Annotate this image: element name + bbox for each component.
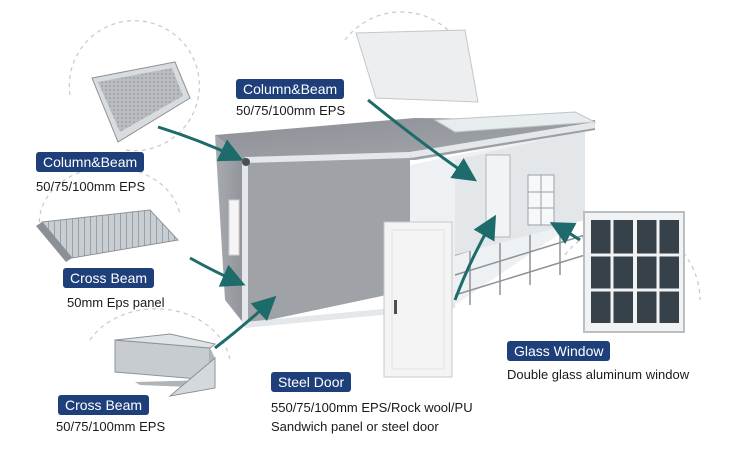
corner-bolt bbox=[242, 158, 250, 166]
arrow-cross-beam-panel bbox=[189, 256, 246, 287]
glass-window-part bbox=[583, 211, 685, 333]
arrow-glass-window bbox=[549, 222, 581, 245]
door-handle bbox=[394, 300, 397, 314]
dashed-circle-top-left bbox=[68, 20, 200, 152]
spec-steel-door-line1: 550/75/100mm EPS/Rock wool/PU bbox=[271, 400, 473, 415]
spec-steel-door-line2: Sandwich panel or steel door bbox=[271, 419, 439, 434]
label-glass-window: Glass Window bbox=[507, 341, 611, 361]
dashed-circle-bottom-left bbox=[89, 308, 231, 361]
label-steel-door: Steel Door bbox=[271, 372, 352, 392]
label-cross-beam-tube: Cross Beam bbox=[58, 395, 150, 415]
spec-column-beam-left: 50/75/100mm EPS bbox=[36, 179, 146, 194]
cross-beam-tube-part bbox=[114, 333, 217, 397]
column-beam-part-left bbox=[91, 61, 191, 143]
column-beam-part-top bbox=[355, 29, 479, 103]
roof-frame bbox=[433, 111, 597, 133]
arrows bbox=[157, 98, 581, 350]
arrow-column-beam-left bbox=[157, 125, 244, 162]
side-sign bbox=[228, 199, 240, 256]
spec-cross-beam-tube: 50/75/100mm EPS bbox=[56, 419, 166, 434]
front-wall bbox=[245, 155, 410, 325]
steel-door-part bbox=[383, 221, 453, 378]
dashed-circle-top-center bbox=[344, 11, 471, 71]
spec-column-beam-top: 50/75/100mm EPS bbox=[236, 103, 346, 118]
arrow-steel-door bbox=[453, 214, 496, 301]
label-cross-beam-panel: Cross Beam bbox=[63, 268, 155, 288]
spec-glass-window: Double glass aluminum window bbox=[507, 367, 690, 382]
arrow-column-beam-top bbox=[367, 98, 477, 182]
cross-beam-panel-part bbox=[36, 209, 179, 262]
arrow-cross-beam-tube bbox=[214, 295, 277, 350]
spec-cross-beam-panel: 50mm Eps panel bbox=[67, 295, 165, 310]
interior-window bbox=[527, 174, 555, 226]
label-column-beam-top: Column&Beam bbox=[236, 79, 345, 99]
label-column-beam-left: Column&Beam bbox=[36, 152, 145, 172]
